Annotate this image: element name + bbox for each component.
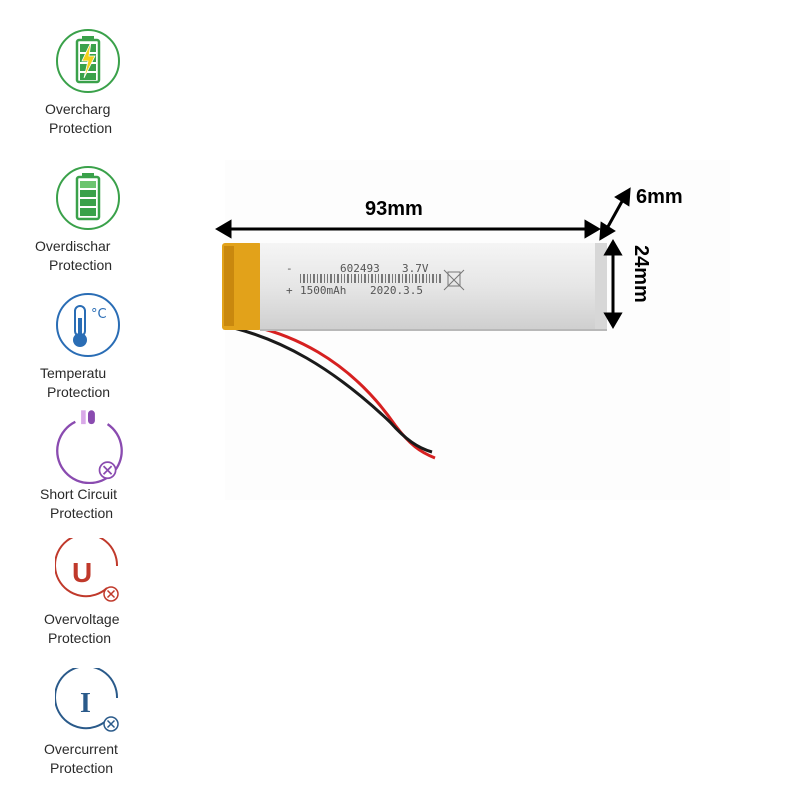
feature-label: Overcharg Protection bbox=[45, 101, 113, 136]
print-minus: - bbox=[286, 262, 293, 275]
print-capacity: 1500mAh bbox=[300, 284, 346, 297]
print-date: 2020.3.5 bbox=[370, 284, 423, 297]
thermometer-icon: °C bbox=[56, 293, 120, 357]
feature-label: Short Circuit Protection bbox=[40, 486, 118, 521]
voltage-icon: U bbox=[55, 538, 119, 602]
voltage-letter: U bbox=[72, 557, 92, 588]
print-plus: + bbox=[286, 284, 293, 297]
dimension-width: 24mm bbox=[630, 245, 652, 303]
feature-label: Overvoltage Protection bbox=[44, 611, 120, 646]
feature-label: Overdischar Protection bbox=[35, 238, 113, 273]
print-voltage: 3.7V bbox=[402, 262, 429, 275]
celsius-text: °C bbox=[91, 307, 107, 322]
short-circuit-icon bbox=[56, 410, 123, 484]
feature-label: Overcurrent Protection bbox=[44, 741, 118, 776]
battery-full-icon bbox=[56, 166, 120, 230]
dimension-length: 93mm bbox=[365, 198, 423, 220]
current-letter: I bbox=[80, 688, 91, 719]
feature-label: Temperatu Protection bbox=[40, 365, 111, 400]
feature-sidebar: Overcharg Protection Overdischar Protect… bbox=[0, 0, 150, 800]
recycle-mark-icon bbox=[443, 269, 465, 291]
battery-charge-icon bbox=[56, 29, 120, 93]
battery-product-image: - 602493 3.7V + 1500mAh 2020.3.5 bbox=[222, 160, 730, 500]
dimension-thickness: 6mm bbox=[636, 186, 683, 208]
print-model: 602493 bbox=[340, 262, 380, 275]
current-icon: I bbox=[55, 668, 119, 732]
